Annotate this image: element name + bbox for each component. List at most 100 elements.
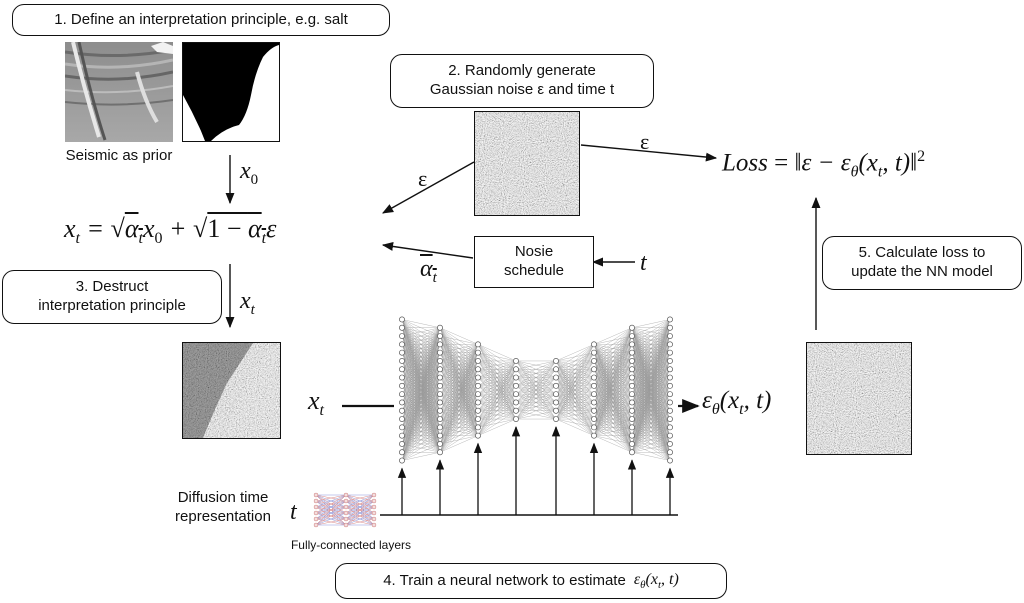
nn-connection: [439, 344, 479, 411]
nn-connection: [593, 327, 633, 362]
nn-connection: [401, 327, 441, 362]
nn-connection: [401, 410, 441, 461]
nn-node: [629, 441, 635, 447]
nn-node: [667, 358, 673, 364]
nn-connection: [439, 344, 479, 370]
nn-connection: [631, 319, 671, 386]
nn-node: [629, 324, 635, 331]
nn-node: [629, 391, 635, 398]
fc-node: [371, 522, 377, 528]
nn-connection: [631, 319, 671, 353]
nn-node: [399, 358, 405, 364]
nn-node: [437, 366, 443, 373]
fc-connection: [315, 494, 347, 514]
nn-node: [591, 366, 597, 373]
fc-node: [371, 504, 377, 510]
nn-connection: [439, 352, 479, 453]
nn-node: [399, 333, 405, 339]
fc-node: [343, 522, 349, 528]
nn-node: [437, 399, 443, 406]
nn-connection: [477, 344, 517, 362]
nn-node: [629, 333, 635, 339]
nn-connection: [515, 402, 557, 420]
nn-node: [629, 341, 635, 348]
t-label-schedule: t: [640, 250, 647, 276]
nn-node: [591, 399, 597, 406]
nn-connection: [515, 360, 557, 378]
nn-node: [591, 424, 597, 431]
fc-connection: [315, 494, 347, 502]
nn-connection: [631, 319, 671, 428]
alpha-bar-label: αt: [420, 256, 437, 286]
nn-connection: [439, 369, 479, 453]
nn-connection: [515, 360, 557, 395]
nn-connection: [555, 352, 595, 420]
nn-connection: [593, 360, 633, 436]
nn-node: [437, 374, 443, 381]
fc-connection: [315, 500, 347, 526]
nn-connection: [477, 369, 517, 436]
fc-node: [371, 492, 377, 498]
nn-connection: [631, 377, 671, 453]
nn-node: [399, 424, 405, 431]
nn-connection: [593, 327, 633, 411]
fc-node: [313, 504, 319, 510]
nn-connection: [593, 418, 633, 436]
nn-connection: [555, 344, 595, 395]
nn-connection: [631, 402, 671, 453]
step2-line2: Gaussian noise ε and time t: [429, 81, 615, 98]
nn-connection: [555, 418, 595, 436]
nn-connection: [477, 360, 517, 403]
nn-connection: [401, 385, 441, 461]
nn-node: [513, 366, 519, 373]
nn-node: [475, 391, 481, 398]
nn-connection: [401, 327, 441, 345]
nn-node: [667, 457, 673, 464]
nn-connection: [631, 327, 671, 453]
fc-node: [313, 492, 319, 498]
nn-connection: [401, 327, 441, 461]
nn-connection: [593, 327, 633, 353]
nn-connection: [515, 394, 557, 420]
nn-connection: [593, 435, 633, 445]
nn-connection: [631, 319, 671, 362]
fc-node: [343, 498, 349, 504]
step3-line2: interpretation principle: [38, 297, 186, 314]
fc-connection: [315, 494, 347, 520]
noise-schedule-box: Nosie schedule: [474, 236, 594, 288]
nn-connection: [477, 360, 517, 395]
nn-connection: [593, 410, 633, 436]
nn-connection: [477, 360, 517, 436]
nn-connection: [439, 344, 479, 378]
step4-box: 4. Train a neural network to estimate εθ…: [335, 563, 727, 599]
nn-node: [513, 374, 519, 381]
nn-connection: [593, 327, 633, 403]
nn-connection: [593, 327, 633, 370]
nn-connection: [515, 377, 557, 420]
loss-equation: Loss = ‖ε − εθ(xt, t)‖2: [722, 148, 926, 181]
nn-node: [399, 416, 405, 422]
fc-node: [371, 498, 377, 504]
nn-connection: [555, 369, 595, 420]
nn-connection: [593, 327, 633, 378]
fc-node: [343, 504, 349, 510]
fc-node: [371, 516, 377, 522]
nn-node: [553, 407, 559, 414]
seismic-prior-label: Seismic as prior: [65, 147, 173, 164]
fc-node: [313, 510, 319, 516]
eps-label-left: ε: [418, 166, 428, 191]
nn-connection: [555, 344, 595, 370]
step1-box: 1. Define an interpretation principle, e…: [12, 4, 390, 36]
nn-connection: [401, 327, 441, 386]
nn-node: [399, 457, 405, 464]
nn-node: [629, 424, 635, 431]
nn-connection: [477, 418, 517, 436]
nn-node: [513, 382, 519, 389]
nn-connection: [593, 327, 633, 436]
nn-connection: [439, 344, 479, 403]
nn-connection: [631, 319, 671, 420]
nn-connection: [401, 319, 441, 328]
nn-node: [553, 358, 559, 364]
nn-connection: [439, 335, 479, 345]
